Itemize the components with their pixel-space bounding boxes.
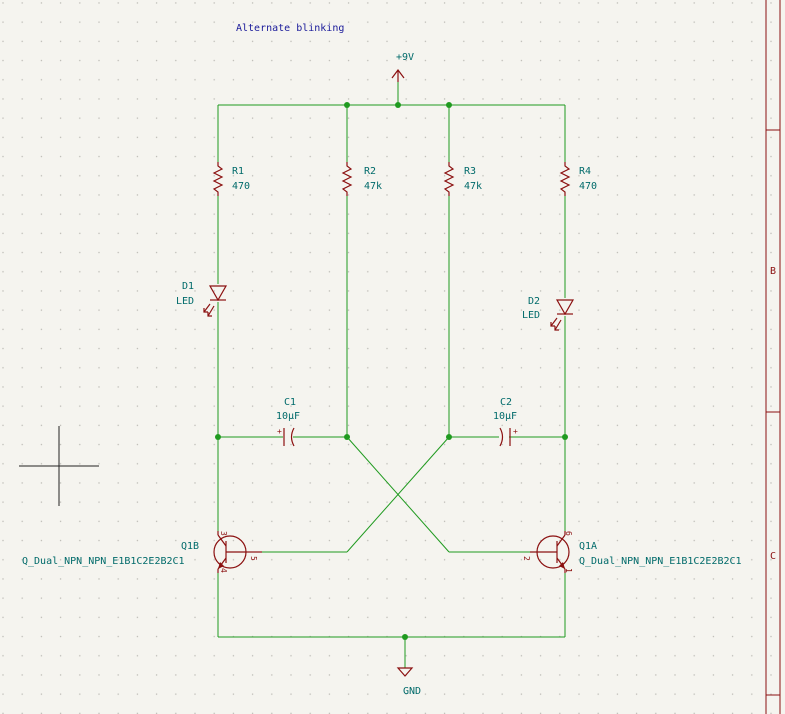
transistor-q1b[interactable]: 3 5 4 Q1B Q_Dual_NPN_NPN_E1B1C2E2B2C1 [22, 531, 262, 573]
d2-value: LED [522, 310, 540, 321]
title-note: Alternate blinking [236, 23, 344, 34]
light-emission-icon [550, 317, 562, 331]
sheet-border: B C [765, 0, 781, 714]
q1a-ref: Q1A [579, 541, 597, 552]
q1b-pin-emitter: 4 [219, 568, 228, 573]
resistor-r1[interactable]: R1 470 [212, 162, 250, 196]
resistor-r2[interactable]: R2 47k [341, 162, 382, 196]
gnd-label: GND [403, 686, 421, 697]
resistor-r3[interactable]: R3 47k [443, 162, 482, 196]
r2-value: 47k [364, 181, 382, 192]
c2-value: 10µF [493, 411, 517, 422]
d1-ref: D1 [182, 281, 194, 292]
r3-value: 47k [464, 181, 482, 192]
border-label-c: C [770, 551, 776, 562]
gnd-power-symbol[interactable]: GND [396, 667, 421, 697]
r4-ref: R4 [579, 166, 591, 177]
r1-ref: R1 [232, 166, 244, 177]
q1b-pin-base: 5 [249, 556, 258, 561]
r1-value: 470 [232, 181, 250, 192]
c1-value: 10µF [276, 411, 300, 422]
d1-value: LED [176, 296, 194, 307]
capacitor-c2[interactable]: + C2 10µF [493, 397, 518, 447]
wires [217, 75, 566, 668]
q1a-value: Q_Dual_NPN_NPN_E1B1C2E2B2C1 [579, 556, 742, 567]
led-d2[interactable]: D2 LED [522, 296, 575, 331]
q1a-pin-base: 2 [522, 556, 531, 561]
q1a-pin-emitter: 1 [564, 568, 573, 573]
vcc-power-symbol[interactable]: +9V [391, 52, 414, 82]
light-emission-icon [203, 303, 215, 317]
q1b-ref: Q1B [181, 541, 199, 552]
c1-polarity: + [277, 427, 282, 436]
vcc-label: +9V [396, 52, 414, 63]
d2-ref: D2 [528, 296, 540, 307]
r3-ref: R3 [464, 166, 476, 177]
capacitor-c1[interactable]: + C1 10µF [276, 397, 300, 447]
q1a-pin-collector: 6 [564, 531, 573, 536]
junctions [215, 102, 568, 640]
transistor-q1a[interactable]: 6 2 1 Q1A Q_Dual_NPN_NPN_E1B1C2E2B2C1 [522, 531, 742, 573]
q1b-value: Q_Dual_NPN_NPN_E1B1C2E2B2C1 [22, 556, 185, 567]
c1-ref: C1 [284, 397, 296, 408]
resistor-r4[interactable]: R4 470 [559, 162, 597, 196]
c2-polarity: + [513, 427, 518, 436]
r2-ref: R2 [364, 166, 376, 177]
crosshair-cursor-icon [19, 426, 99, 506]
c2-ref: C2 [500, 397, 512, 408]
q1b-pin-collector: 3 [219, 531, 228, 536]
border-label-b: B [770, 266, 776, 277]
led-d1[interactable]: D1 LED [176, 281, 228, 317]
r4-value: 470 [579, 181, 597, 192]
